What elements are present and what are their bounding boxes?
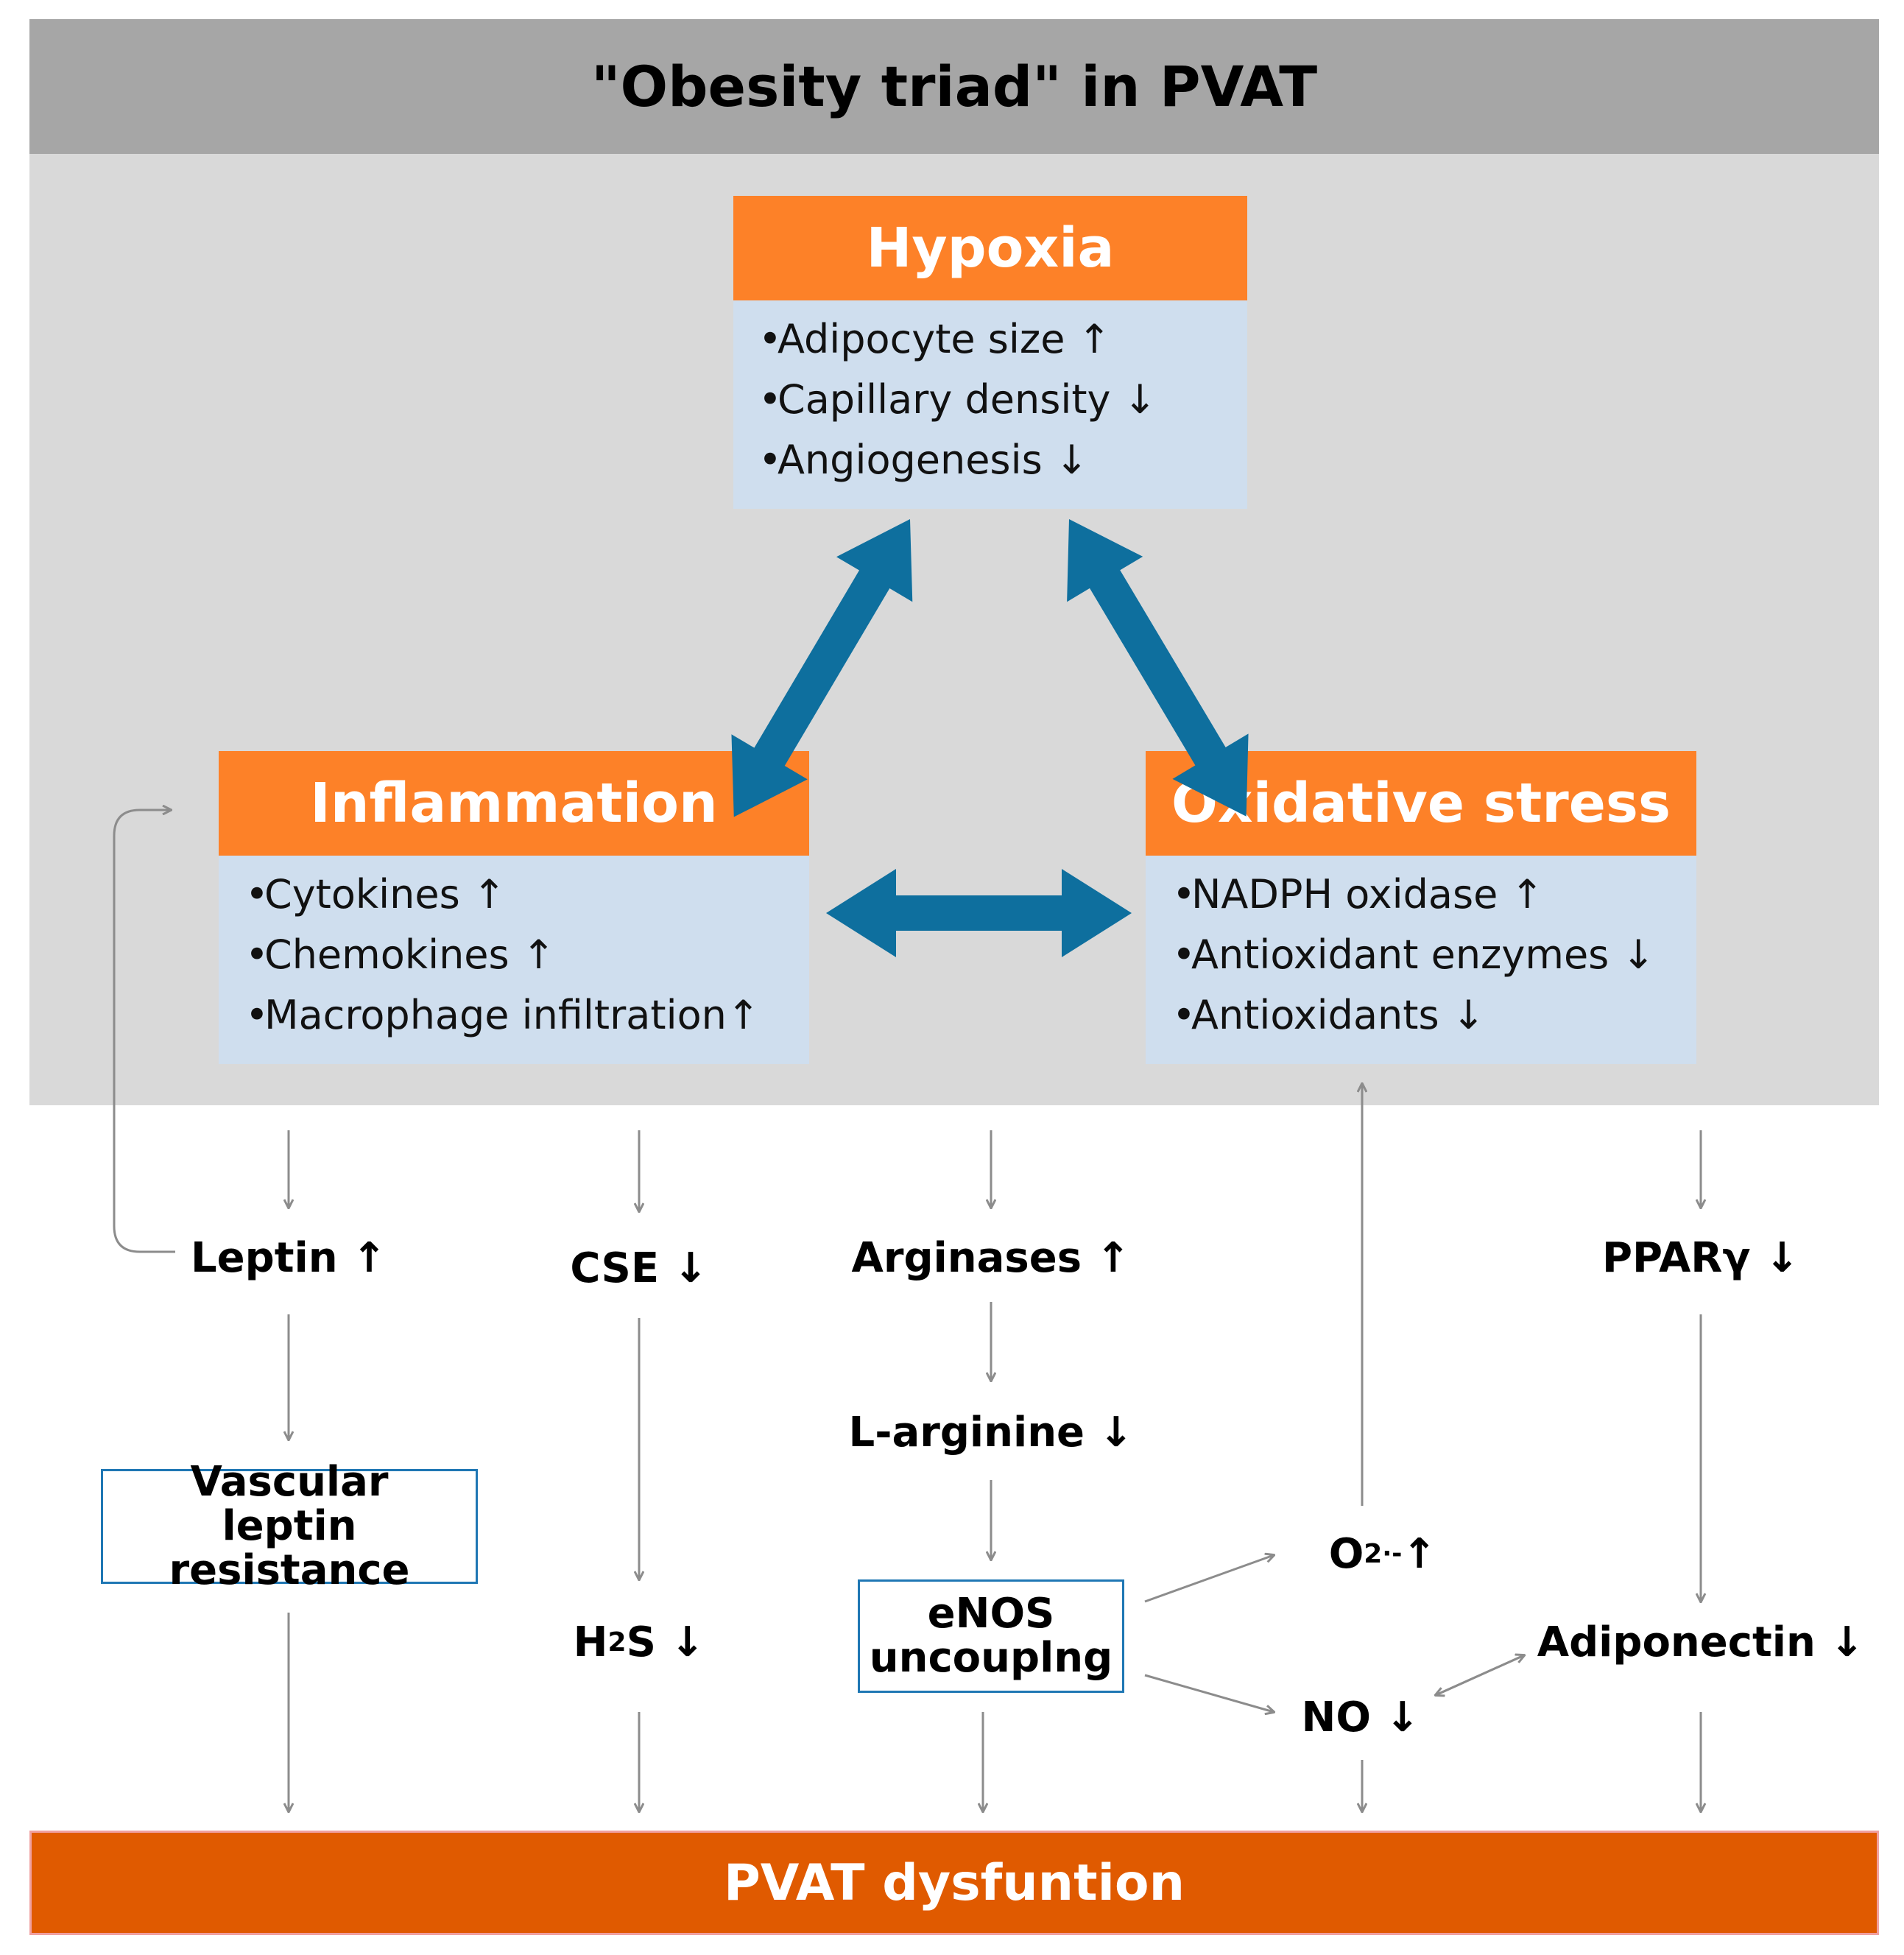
hypoxia-item: •Capillary density ↓: [758, 376, 1157, 423]
arrow-leptin-feedback: [113, 810, 175, 1253]
vascular-leptin-resistance-box: Vascular leptin resistance: [101, 1460, 478, 1593]
arrow-adiponectin-no: [1436, 1654, 1525, 1695]
oxidative-stress-item: •Antioxidant enzymes ↓: [1172, 931, 1655, 978]
oxidative-stress-item: •Antioxidants ↓: [1172, 992, 1485, 1038]
inflammation-item: •Macrophage infiltration↑: [245, 992, 761, 1038]
node-l-arginine: L-arginine ↓: [848, 1408, 1134, 1456]
node-arginases: Arginases ↑: [851, 1233, 1131, 1282]
hypoxia-box-list: •Adipocyte size ↑ •Capillary density ↓ •…: [733, 300, 1247, 509]
enos-uncoupling-line: eNOS: [927, 1590, 1055, 1638]
inflammation-item: •Chemokines ↑: [245, 931, 556, 978]
arrow-enos-to-no: [1144, 1674, 1274, 1712]
hypoxia-item: •Angiogenesis ↓: [758, 437, 1089, 483]
pvat-dysfunction-banner: PVAT dysfuntion: [29, 1831, 1879, 1935]
node-leptin: Leptin ↑: [191, 1233, 387, 1282]
enos-uncoupling-line: uncouplng: [869, 1634, 1113, 1682]
hypoxia-item: •Adipocyte size ↑: [758, 316, 1111, 362]
node-ppar-gamma: PPARγ ↓: [1602, 1233, 1799, 1282]
vascular-leptin-resistance-line: Vascular: [190, 1458, 389, 1506]
hypoxia-box-title: Hypoxia: [733, 196, 1247, 300]
node-adiponectin: Adiponectin ↓: [1537, 1618, 1865, 1666]
enos-uncoupling-box: eNOS uncouplng: [858, 1579, 1124, 1693]
inflammation-box-title: Inflammation: [219, 751, 809, 856]
double-arrow-hypoxia-inflammation: [731, 519, 913, 817]
oxidative-stress-box-list: •NADPH oxidase ↑ •Antioxidant enzymes ↓ …: [1146, 856, 1696, 1064]
double-arrow-inflammation-oxidative: [826, 869, 1132, 957]
node-cse: CSE ↓: [570, 1244, 708, 1292]
diagram-title: "Obesity triad" in PVAT: [29, 19, 1879, 154]
arrow-enos-to-superoxide: [1144, 1555, 1274, 1603]
node-no: NO ↓: [1301, 1693, 1420, 1741]
double-arrow-hypoxia-oxidative: [1067, 519, 1249, 817]
oxidative-stress-item: •NADPH oxidase ↑: [1172, 871, 1544, 917]
inflammation-box-list: •Cytokines ↑ •Chemokines ↑ •Macrophage i…: [219, 856, 809, 1064]
inflammation-item: •Cytokines ↑: [245, 871, 507, 917]
vascular-leptin-resistance-line: leptin resistance: [169, 1502, 410, 1594]
